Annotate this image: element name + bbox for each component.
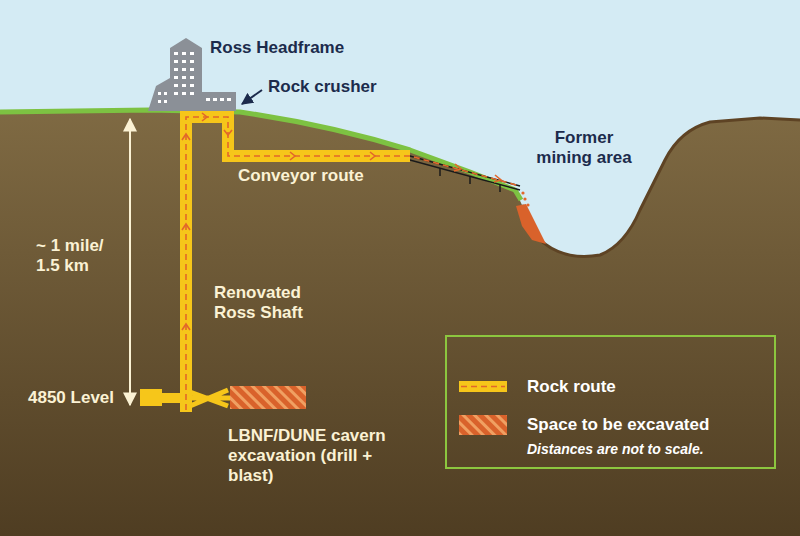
rock-route <box>160 393 186 403</box>
window <box>206 98 210 101</box>
window <box>190 68 194 71</box>
window <box>182 68 186 71</box>
window <box>190 92 194 95</box>
depth-label: ~ 1 mile/ 1.5 km <box>36 236 120 276</box>
route-arrows <box>182 113 501 330</box>
rock-route <box>186 117 410 412</box>
window <box>190 60 194 63</box>
legend-entry: Space to be excavated <box>447 413 774 439</box>
window <box>182 52 186 55</box>
window <box>227 98 231 101</box>
window <box>158 100 161 103</box>
window <box>182 60 186 63</box>
level-label: 4850 Level <box>28 388 114 408</box>
shaft-label: Renovated Ross Shaft <box>214 283 322 323</box>
cavern-label: LBNF/DUNE cavern excavation (drill + bla… <box>228 426 396 486</box>
falling-rock <box>521 191 529 206</box>
window <box>190 52 194 55</box>
window <box>182 76 186 79</box>
window <box>164 92 167 95</box>
conveyor <box>222 160 520 190</box>
window <box>174 84 178 87</box>
rock-route-dashes <box>186 117 520 410</box>
legend-box: Rock routeSpace to be excavatedDistances… <box>445 335 776 469</box>
headframe-windows <box>158 52 231 103</box>
rock-route <box>186 390 230 406</box>
legend-text: Rock route <box>527 377 616 397</box>
window <box>220 98 224 101</box>
window <box>158 92 161 95</box>
scale-note: Distances are not to scale. <box>527 441 704 458</box>
conveyor-supports <box>440 168 500 192</box>
window <box>182 92 186 95</box>
depth-dimension <box>129 119 131 405</box>
route-swatch <box>459 375 509 399</box>
window <box>182 84 186 87</box>
window <box>190 76 194 79</box>
conveyor-label: Conveyor route <box>238 166 364 186</box>
window <box>190 84 194 87</box>
rock-pile <box>516 204 546 244</box>
window <box>174 68 178 71</box>
window <box>174 92 178 95</box>
leader-arrow <box>242 90 262 104</box>
excavation-swatch <box>459 413 509 437</box>
window <box>174 60 178 63</box>
window <box>164 100 167 103</box>
headframe-label: Ross Headframe <box>210 38 344 58</box>
mining-area-label: Former mining area <box>528 128 640 168</box>
legend-entry: Rock route <box>447 375 774 401</box>
pit-outline <box>522 118 800 256</box>
window <box>174 52 178 55</box>
level-station <box>140 389 162 406</box>
window <box>213 98 217 101</box>
ground <box>0 110 800 536</box>
cavern-excavation <box>230 386 306 409</box>
window <box>174 76 178 79</box>
legend-text: Space to be excavated <box>527 415 709 435</box>
crusher-label: Rock crusher <box>268 77 377 97</box>
